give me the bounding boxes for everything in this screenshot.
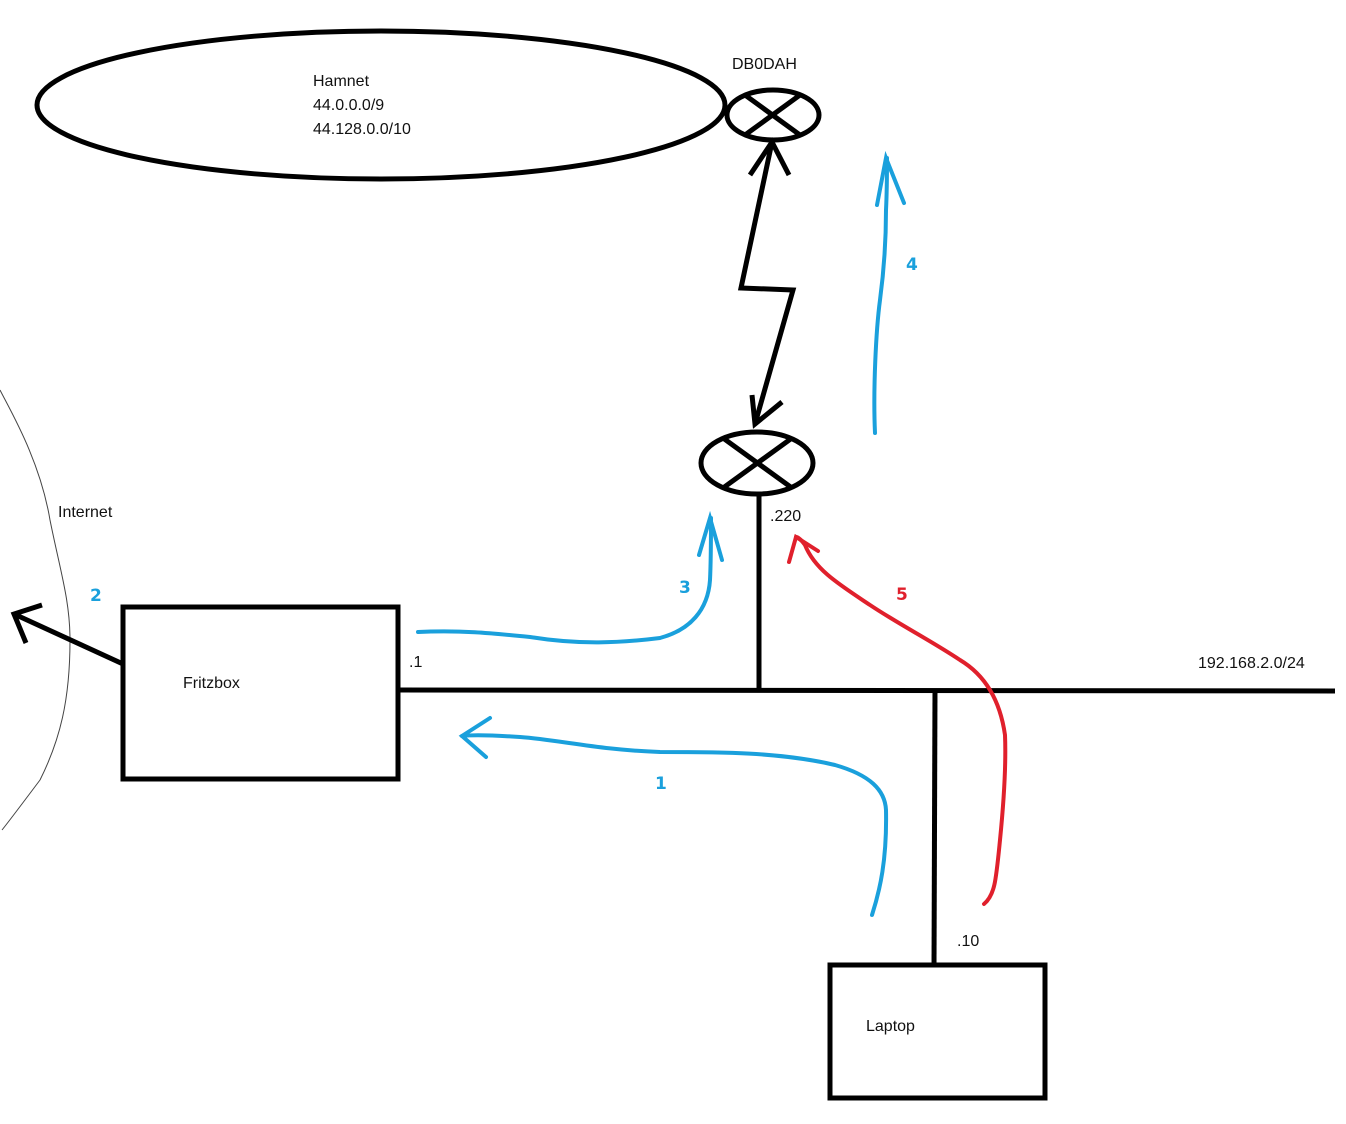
fritzbox-label: Fritzbox	[183, 675, 240, 692]
laptop-box	[827, 962, 1048, 1101]
internet-boundary	[0, 389, 71, 831]
flow-4-arrow	[872, 150, 906, 435]
lan-bus	[397, 687, 1336, 694]
db0dah-node-icon	[724, 87, 822, 143]
flow-5-arrow	[787, 533, 1008, 906]
hamnet-range-2: 44.128.0.0/10	[313, 121, 411, 138]
local-node-address: .220	[770, 508, 802, 525]
flow-2-label: 2	[90, 586, 102, 606]
flow-1-arrow	[458, 716, 889, 917]
laptop-drop	[931, 689, 938, 968]
flow-5-label: 5	[896, 585, 908, 605]
internet-label: Internet	[58, 504, 113, 521]
internet-uplink-arrow	[10, 602, 125, 667]
hamnet-range-1: 44.0.0.0/9	[313, 97, 385, 114]
laptop-label: Laptop	[866, 1018, 915, 1035]
laptop-address: .10	[957, 933, 980, 950]
hamnet-title: Hamnet	[313, 73, 370, 90]
db0dah-label: DB0DAH	[732, 56, 797, 73]
flow-4-label: 4	[906, 255, 918, 275]
fritzbox-address: .1	[409, 654, 423, 671]
radio-link	[737, 137, 797, 429]
hamnet-cloud	[34, 28, 728, 182]
local-node-icon	[698, 429, 816, 497]
flow-3-arrow	[416, 510, 724, 645]
flow-3-label: 3	[679, 578, 691, 598]
lan-subnet-label: 192.168.2.0/24	[1198, 655, 1305, 672]
fritzbox-box	[120, 604, 401, 782]
flow-1-label: 1	[655, 774, 667, 794]
